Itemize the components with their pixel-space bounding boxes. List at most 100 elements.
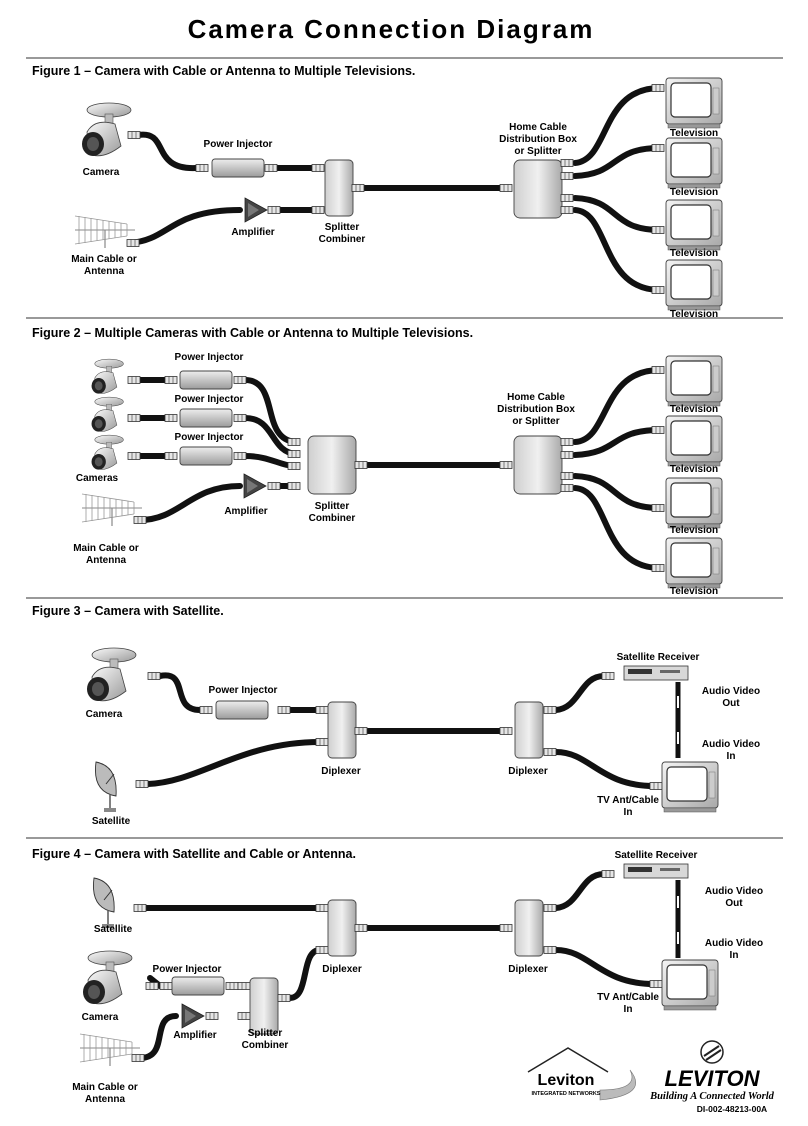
connector-icon [649,782,663,790]
distribution-label: or Splitter [512,416,559,427]
tv-ant-label: TV Ant/Cable [597,992,659,1003]
connector-icon [135,780,149,788]
television-label: Television [670,464,718,475]
connector-icon [601,870,615,878]
connector-icon [164,376,178,384]
television-label: Television [670,404,718,415]
av-out-label: Out [725,898,743,909]
connector-icon [287,462,301,470]
connector-icon [315,946,329,954]
power-injector-label: Power Injector [175,394,244,405]
av-out-label: Audio Video [702,686,760,697]
connector-icon [560,438,574,446]
connector-icon [351,184,365,192]
connector-icon [499,461,513,469]
diplexer-label: Diplexer [322,964,362,975]
connector-icon [159,982,173,990]
diplexer-label: Diplexer [321,766,361,777]
splitter-label: Splitter [248,1028,283,1039]
power-injector-icon [215,700,269,720]
connector-icon [225,982,239,990]
connector-icon [560,194,574,202]
diplexer-icon [514,701,544,759]
camera-icon [82,950,133,1005]
connector-icon [560,159,574,167]
connector-icon [233,452,247,460]
figure-4: Figure 4 – Camera with Satellite and Cab… [32,847,763,1105]
diplexer-icon [514,899,544,957]
television-label: Television [670,586,718,597]
tv-ant-label: In [624,1004,633,1015]
power-injector-icon [179,408,233,428]
main-cable-label: Antenna [86,555,126,566]
television-icon [665,355,723,407]
connector-icon [195,164,209,172]
distribution-label: Distribution Box [499,134,577,145]
amplifier-icon [181,1003,205,1029]
main-cable-label: Antenna [84,266,124,277]
connector-icon [126,239,140,247]
television-icon [665,477,723,529]
television-label: Television [670,128,718,139]
splitter-combiner-icon [307,435,357,495]
satellite-dish-icon [92,877,115,929]
connector-icon [127,376,141,384]
television-label: Television [670,525,718,536]
distribution-box-icon [513,435,563,495]
amplifier-icon [243,473,267,499]
connector-icon [543,748,557,756]
figure-1-heading: Figure 1 – Camera with Cable or Antenna … [32,64,415,78]
splitter-combiner-icon [324,159,354,217]
power-injector-icon [211,158,265,178]
connector-icon [601,672,615,680]
connector-icon [354,461,368,469]
tv-ant-label: TV Ant/Cable [597,795,659,806]
antenna-icon [79,1033,141,1067]
cable-lines [127,85,663,293]
antenna-icon [74,215,136,249]
connector-icon [560,206,574,214]
diplexer-icon [327,899,357,957]
main-cable-label: Main Cable or [73,543,139,554]
connector-icon [315,738,329,746]
distribution-box-icon [513,159,563,219]
distribution-label: Home Cable [507,392,565,403]
connector-icon [127,452,141,460]
splitter-label: Splitter [315,501,350,512]
television-icon [661,761,719,813]
diplexer-label: Diplexer [508,766,548,777]
satellite-label: Satellite [92,816,131,827]
connector-icon [499,727,513,735]
connector-icon [651,366,665,374]
connector-icon [560,472,574,480]
amplifier-icon [244,197,268,223]
connector-icon [164,452,178,460]
connector-icon [543,904,557,912]
power-injector-icon [179,370,233,390]
figure-2: Figure 2 – Multiple Cameras with Cable o… [32,326,723,597]
connector-icon [651,226,665,234]
connector-icon [277,994,291,1002]
camera-icon [92,435,124,469]
amplifier-label: Amplifier [224,506,267,517]
camera-label: Camera [82,1012,119,1023]
combiner-label: Combiner [242,1040,289,1051]
camera-icon [81,102,132,157]
connector-icon [127,414,141,422]
camera-label: Camera [86,709,123,720]
connector-icon [560,451,574,459]
connector-icon [267,206,281,214]
power-injector-label: Power Injector [153,964,222,975]
satellite-receiver-label: Satellite Receiver [615,850,698,861]
connector-icon [277,706,291,714]
document-number: DI-002-48213-00A [697,1104,767,1114]
antenna-icon [81,493,143,527]
av-in-label: Audio Video [702,739,760,750]
television-icon [665,77,723,129]
av-in-label: In [727,751,736,762]
satellite-dish-icon [94,761,117,813]
figure-4-heading: Figure 4 – Camera with Satellite and Cab… [32,847,356,861]
television-label: Television [670,309,718,320]
connector-icon [560,172,574,180]
connector-icon [651,426,665,434]
